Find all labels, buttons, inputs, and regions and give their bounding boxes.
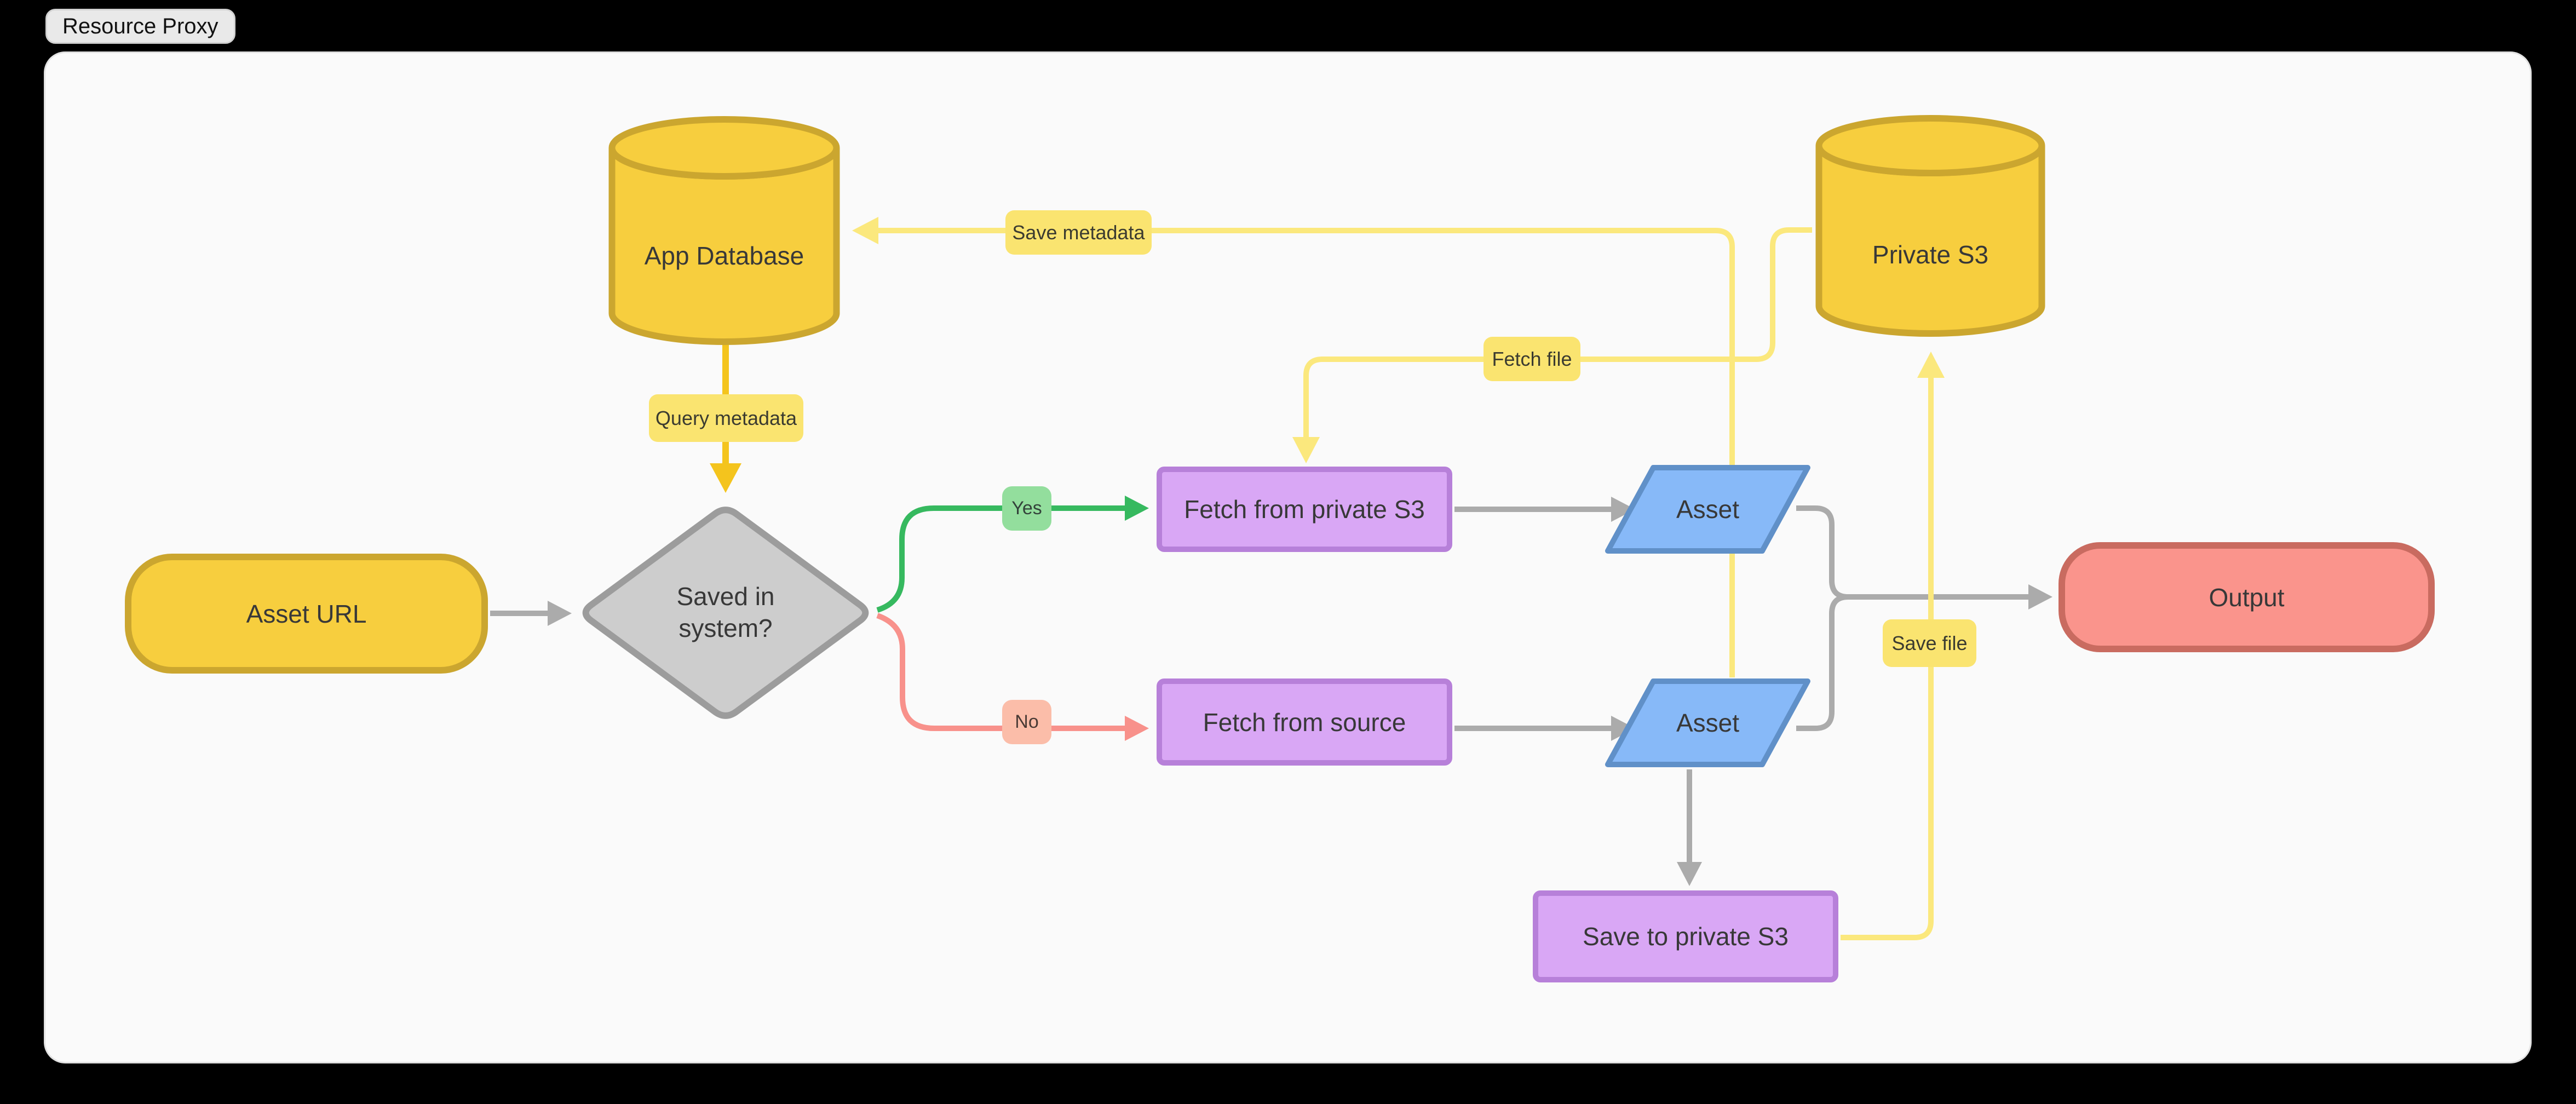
node-app-database[interactable]: App Database xyxy=(605,116,843,345)
edge-label-save-metadata[interactable]: Save metadata xyxy=(1005,210,1152,255)
edge-label-save-file[interactable]: Save file xyxy=(1883,619,1976,667)
node-fetch-from-private-s3[interactable]: Fetch from private S3 xyxy=(1157,467,1452,552)
gray-edges xyxy=(490,505,2029,863)
arrowhead-query-metadata xyxy=(710,463,741,493)
node-label: Asset xyxy=(1676,495,1740,524)
node-asset-url[interactable]: Asset URL xyxy=(125,554,488,674)
diagram-tab-resource-proxy[interactable]: Resource Proxy xyxy=(45,9,235,44)
edge-yes xyxy=(876,505,1125,613)
arrowhead-into-decision xyxy=(548,601,572,626)
edge-label-yes[interactable]: Yes xyxy=(1002,486,1051,531)
arrowhead-into-asset-top xyxy=(1611,497,1635,522)
edge-label-no[interactable]: No xyxy=(1002,700,1051,744)
edge-assetbottom-to-output xyxy=(1796,594,1849,731)
node-label: Fetch from source xyxy=(1203,708,1406,737)
node-label: Saved in system? xyxy=(676,582,775,642)
node-saved-in-system[interactable]: Saved in system? xyxy=(575,501,876,725)
node-output[interactable]: Output xyxy=(2058,542,2435,652)
edge-save-metadata xyxy=(877,228,1735,677)
diamond-shape xyxy=(582,507,869,719)
arrowhead-no xyxy=(1125,716,1149,741)
arrowhead-fetch-file xyxy=(1292,437,1320,463)
parallelogram-shape xyxy=(1605,465,1810,554)
node-private-s3[interactable]: Private S3 xyxy=(1812,115,2049,337)
edge-assettop-to-output xyxy=(1796,505,2029,600)
edge-save-file xyxy=(1841,378,1934,940)
node-label: Private S3 xyxy=(1872,240,1989,269)
cylinder-shape xyxy=(608,116,840,345)
node-asset-bottom[interactable]: Asset xyxy=(1605,679,1810,767)
arrowhead-into-asset-bottom xyxy=(1611,716,1635,741)
node-label: App Database xyxy=(644,242,804,270)
arrowhead-save-file xyxy=(1917,352,1945,378)
node-fetch-from-source[interactable]: Fetch from source xyxy=(1157,679,1452,766)
node-save-to-private-s3[interactable]: Save to private S3 xyxy=(1533,890,1838,982)
edge-no xyxy=(876,613,1125,731)
parallelogram-shape xyxy=(1605,679,1810,767)
edge-label-fetch-file[interactable]: Fetch file xyxy=(1484,337,1580,381)
cylinder-shape xyxy=(1815,115,2045,337)
arrowhead-into-output xyxy=(2028,584,2052,610)
arrowhead-into-save-box xyxy=(1677,862,1702,886)
edge-fetch-file xyxy=(1303,227,1812,437)
node-label: Output xyxy=(2209,583,2285,612)
yellow-arrowheads xyxy=(852,217,1945,463)
edge-label-query-metadata[interactable]: Query metadata xyxy=(649,394,803,442)
node-label: Fetch from private S3 xyxy=(1184,495,1425,524)
node-label: Asset xyxy=(1676,709,1740,737)
node-asset-top[interactable]: Asset xyxy=(1605,465,1810,554)
node-label: Asset URL xyxy=(246,599,367,628)
node-label: Save to private S3 xyxy=(1583,922,1789,951)
arrowhead-save-metadata xyxy=(852,217,878,244)
gray-arrowheads xyxy=(548,497,2052,886)
yellow-edges xyxy=(877,227,1934,940)
arrowhead-yes xyxy=(1125,496,1149,521)
